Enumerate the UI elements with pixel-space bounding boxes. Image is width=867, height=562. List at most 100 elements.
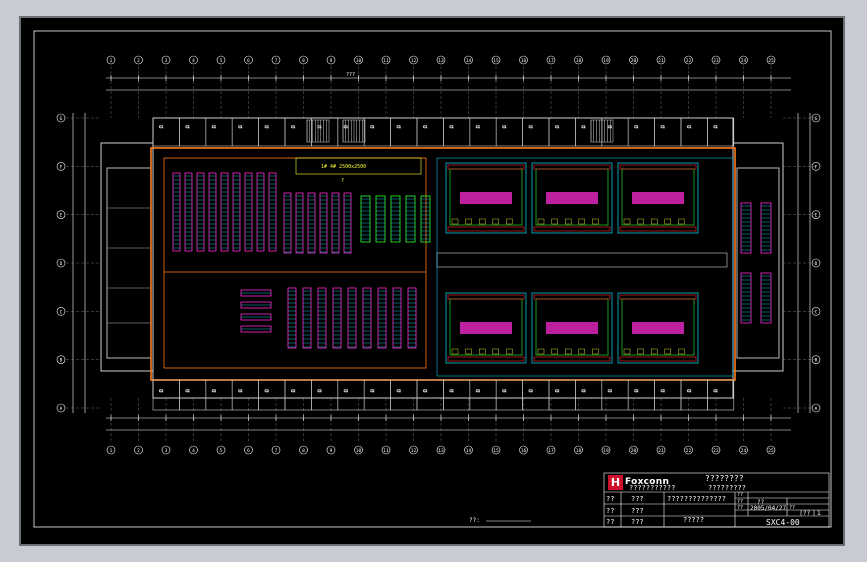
production-cell xyxy=(531,292,613,364)
axis-label: 15 xyxy=(493,58,499,64)
station-box xyxy=(637,218,644,225)
feeder xyxy=(619,226,697,232)
axis-bubble xyxy=(629,55,638,65)
axis-bubble xyxy=(244,55,253,65)
axis-label: 21 xyxy=(658,58,664,64)
room-label: C1 xyxy=(555,125,559,129)
axis-bubble xyxy=(56,403,66,413)
subtitle-1: ??????????? xyxy=(629,484,676,492)
rack xyxy=(302,287,312,349)
station-box xyxy=(565,348,572,355)
horizontal-grid-lines xyxy=(66,117,816,409)
room-label: C1 xyxy=(212,125,216,129)
axis-bubble xyxy=(161,55,171,65)
room xyxy=(231,379,259,411)
station-box xyxy=(551,218,558,225)
workstation xyxy=(460,192,512,204)
axis-label: 8 xyxy=(302,58,305,64)
station-box xyxy=(578,348,585,355)
axis-bubble xyxy=(711,55,721,65)
feeder xyxy=(619,294,697,300)
room xyxy=(548,117,576,147)
station-box xyxy=(506,348,513,355)
room xyxy=(495,379,523,411)
rack xyxy=(343,192,352,254)
date-value: 2005/04/27 xyxy=(750,505,787,512)
room-label: C2 xyxy=(634,389,638,393)
station-box xyxy=(592,218,599,225)
station-box xyxy=(537,218,545,225)
axis-bubble xyxy=(189,55,198,65)
axis-bubble xyxy=(811,162,821,171)
drawing-name: ????? xyxy=(683,516,705,524)
room-label: C2 xyxy=(555,389,559,393)
axis-bubble xyxy=(381,445,391,455)
axis-bubble xyxy=(56,210,66,219)
axis-label: A xyxy=(815,406,818,412)
rack xyxy=(332,287,342,349)
axis-bubble xyxy=(216,55,226,65)
room xyxy=(680,117,708,147)
axis-label: 20 xyxy=(631,58,637,64)
axis-label: E xyxy=(60,213,63,219)
cleanroom-wall-inner xyxy=(163,157,427,369)
axis-label: 2 xyxy=(137,58,140,64)
room-label: C1 xyxy=(529,125,533,129)
axis-label: D xyxy=(815,261,818,267)
axis-bubble xyxy=(106,55,116,65)
rack xyxy=(740,202,752,254)
axis-label: 19 xyxy=(603,58,609,64)
station-box xyxy=(565,218,572,225)
stair-frame xyxy=(306,119,330,143)
station-box xyxy=(578,218,585,225)
room xyxy=(152,379,180,411)
room-label: C1 xyxy=(687,125,691,129)
workstation xyxy=(546,322,598,334)
room xyxy=(495,117,523,147)
station-box xyxy=(465,348,472,355)
station-box xyxy=(592,348,599,355)
stairs xyxy=(306,119,614,143)
room-label: C1 xyxy=(476,125,480,129)
station-box xyxy=(492,218,499,225)
row3-label: ?? xyxy=(606,518,615,526)
room xyxy=(337,379,365,411)
axis-bubble xyxy=(56,162,66,171)
row1-desc: ?????????????? xyxy=(667,495,727,503)
aisle xyxy=(436,252,728,268)
axis-bubble xyxy=(811,210,821,219)
sheet-value: ?? xyxy=(803,510,811,517)
room xyxy=(548,379,576,411)
feeder xyxy=(447,356,525,362)
axis-bubble xyxy=(656,55,666,65)
axis-bubble xyxy=(519,445,528,455)
room-label: C1 xyxy=(291,125,295,129)
axis-label: B xyxy=(815,358,818,364)
rack xyxy=(319,192,328,254)
rack xyxy=(407,287,417,349)
room xyxy=(416,117,444,147)
top-dimension: ??? xyxy=(346,72,355,78)
row2-name: ??? xyxy=(631,507,644,515)
room-label: C1 xyxy=(713,125,717,129)
axis-label: 11 xyxy=(383,58,389,64)
station-box xyxy=(479,348,486,355)
stair-frame xyxy=(590,119,614,143)
room-label: C2 xyxy=(502,389,506,393)
axis-label: 25 xyxy=(768,448,774,454)
row1-name: ??? xyxy=(631,495,644,503)
axis-label: 18 xyxy=(576,448,582,454)
axis-label: 14 xyxy=(466,448,472,454)
station-box xyxy=(537,348,545,355)
rack xyxy=(347,287,357,349)
rack xyxy=(317,287,327,349)
scale-value: ?? xyxy=(757,499,765,506)
axis-label: 5 xyxy=(220,58,223,64)
note-sub: ? xyxy=(341,178,344,184)
room-label: C1 xyxy=(423,125,427,129)
production-cell xyxy=(445,292,527,364)
room xyxy=(152,117,180,147)
axis-label: 3 xyxy=(165,448,168,454)
